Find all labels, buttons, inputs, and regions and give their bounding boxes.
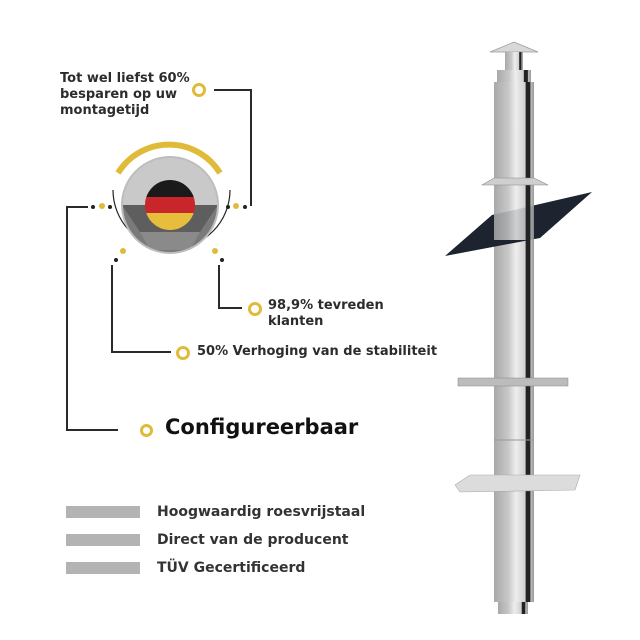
dot [212,248,218,254]
configurable-heading: Configureerbaar [165,415,359,439]
dot [243,205,247,209]
feature-item: Direct van de producent [157,532,349,548]
dot [99,203,105,209]
feature-item: Hoogwaardig roesvrijstaal [157,504,366,520]
connector-line [250,89,252,206]
dot [220,258,224,262]
connector-line [111,351,171,353]
dot [91,205,95,209]
chimney-pipe-image [445,41,592,614]
feature-item: TÜV Gecertificeerd [157,560,306,576]
connector-line [66,429,118,431]
configurable-bullet-icon [140,424,153,437]
satisfaction-bullet-icon [248,302,262,316]
dot [120,248,126,254]
connector-line [218,307,242,309]
feature-bar-icon [66,534,140,546]
dot [108,205,112,209]
feature-bar-icon [66,506,140,518]
connector-line [218,265,220,308]
dot [114,258,118,262]
connector-line [214,89,251,91]
dot [233,203,239,209]
feature-bar-icon [66,562,140,574]
germany-badge-icon [112,141,231,254]
satisfaction-callout: 98,9% tevreden klanten [268,298,384,329]
connector-line [66,206,68,430]
savings-callout: Tot wel liefst 60% besparen op uw montag… [60,71,190,118]
stability-bullet-icon [176,346,190,360]
connector-line [111,265,113,352]
savings-bullet-icon [192,83,206,97]
stability-callout: 50% Verhoging van de stabiliteit [197,344,438,359]
dot [226,205,230,209]
connector-line [66,206,88,208]
